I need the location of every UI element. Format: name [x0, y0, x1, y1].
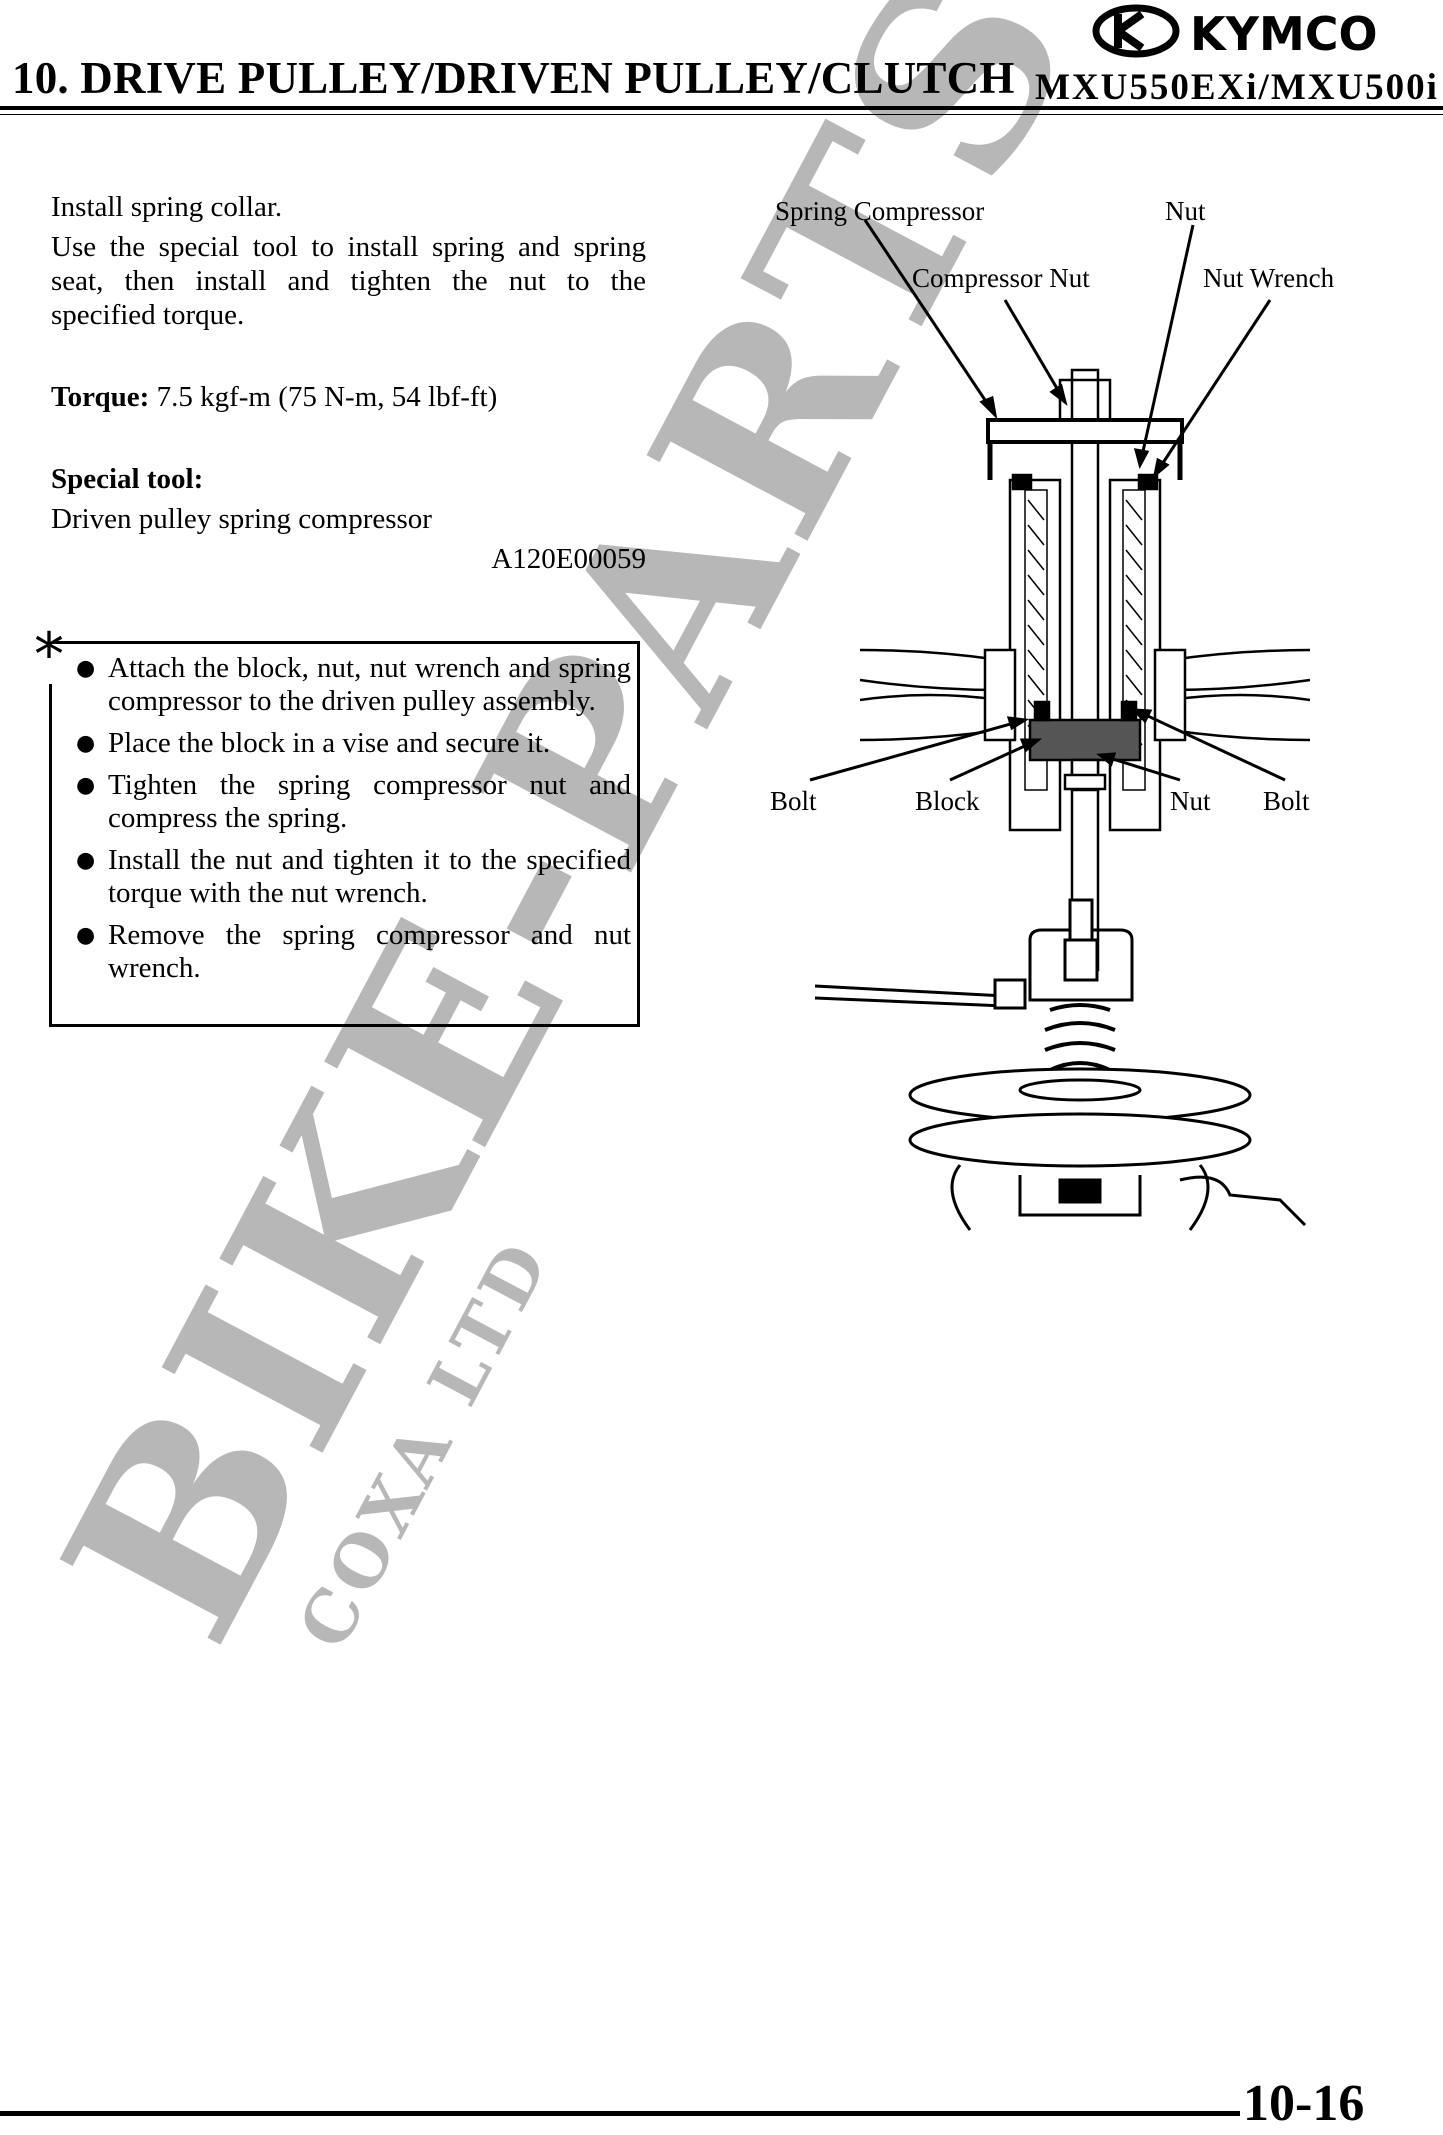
- header-rule-thin: [0, 114, 1443, 115]
- label-bolt-right: Bolt: [1263, 786, 1310, 816]
- note-item: Remove the spring compressor and nut wre…: [76, 919, 631, 985]
- label-nut-top: Nut: [1165, 196, 1206, 226]
- instructions: Install spring collar. Use the special t…: [51, 190, 646, 576]
- note-item: Attach the block, nut, nut wrench and sp…: [76, 652, 631, 718]
- label-block: Block: [915, 786, 980, 816]
- special-tool-name: Driven pulley spring compressor: [51, 503, 432, 535]
- watermark-sub: COXA LTD: [282, 1225, 567, 1662]
- page-title: 10. DRIVE PULLEY/DRIVEN PULLEY/CLUTCH: [12, 53, 1015, 103]
- torque-spec: Torque: 7.5 kgf-m (75 N-m, 54 lbf-ft): [51, 380, 646, 414]
- brand-name: KYMCO: [1190, 7, 1378, 58]
- note-marker: *: [34, 620, 64, 690]
- leader-lines: [809, 219, 1286, 782]
- label-bolt-left: Bolt: [770, 786, 817, 816]
- footer-rule: [0, 2111, 1240, 2116]
- special-tool-code: A120E00059: [491, 543, 646, 575]
- model-name: MXU550EXi/MXU500i: [1035, 67, 1439, 108]
- note-box: Attach the block, nut, nut wrench and sp…: [49, 641, 640, 1027]
- kymco-logo: KYMCO: [1092, 4, 1378, 58]
- note-item: Place the block in a vise and secure it.: [76, 727, 631, 760]
- label-nut-wrench: Nut Wrench: [1203, 263, 1335, 293]
- page-number: 10-16: [1243, 2075, 1365, 2132]
- special-tool-label: Special tool:: [51, 463, 204, 495]
- label-spring-compressor: Spring Compressor: [775, 196, 984, 226]
- torque-value: 7.5 kgf-m (75 N-m, 54 lbf-ft): [149, 381, 498, 413]
- header-rule: [0, 106, 1443, 110]
- note-item: Install the nut and tighten it to the sp…: [76, 844, 631, 910]
- label-compressor-nut: Compressor Nut: [912, 263, 1090, 293]
- instruction-install-collar: Install spring collar.: [51, 191, 283, 223]
- label-nut-bottom: Nut: [1170, 786, 1211, 816]
- instruction-use-tool: Use the special tool to install spring a…: [51, 231, 646, 331]
- spring-compressor-diagram: Spring Compressor Nut Compressor Nut Nut…: [770, 196, 1335, 1231]
- note-item: Tighten the spring compressor nut and co…: [76, 769, 631, 835]
- note-list: Attach the block, nut, nut wrench and sp…: [52, 644, 637, 985]
- cross-section-drawing: [859, 368, 1311, 972]
- perspective-drawing: [814, 898, 1307, 1231]
- torque-label: Torque:: [51, 381, 150, 413]
